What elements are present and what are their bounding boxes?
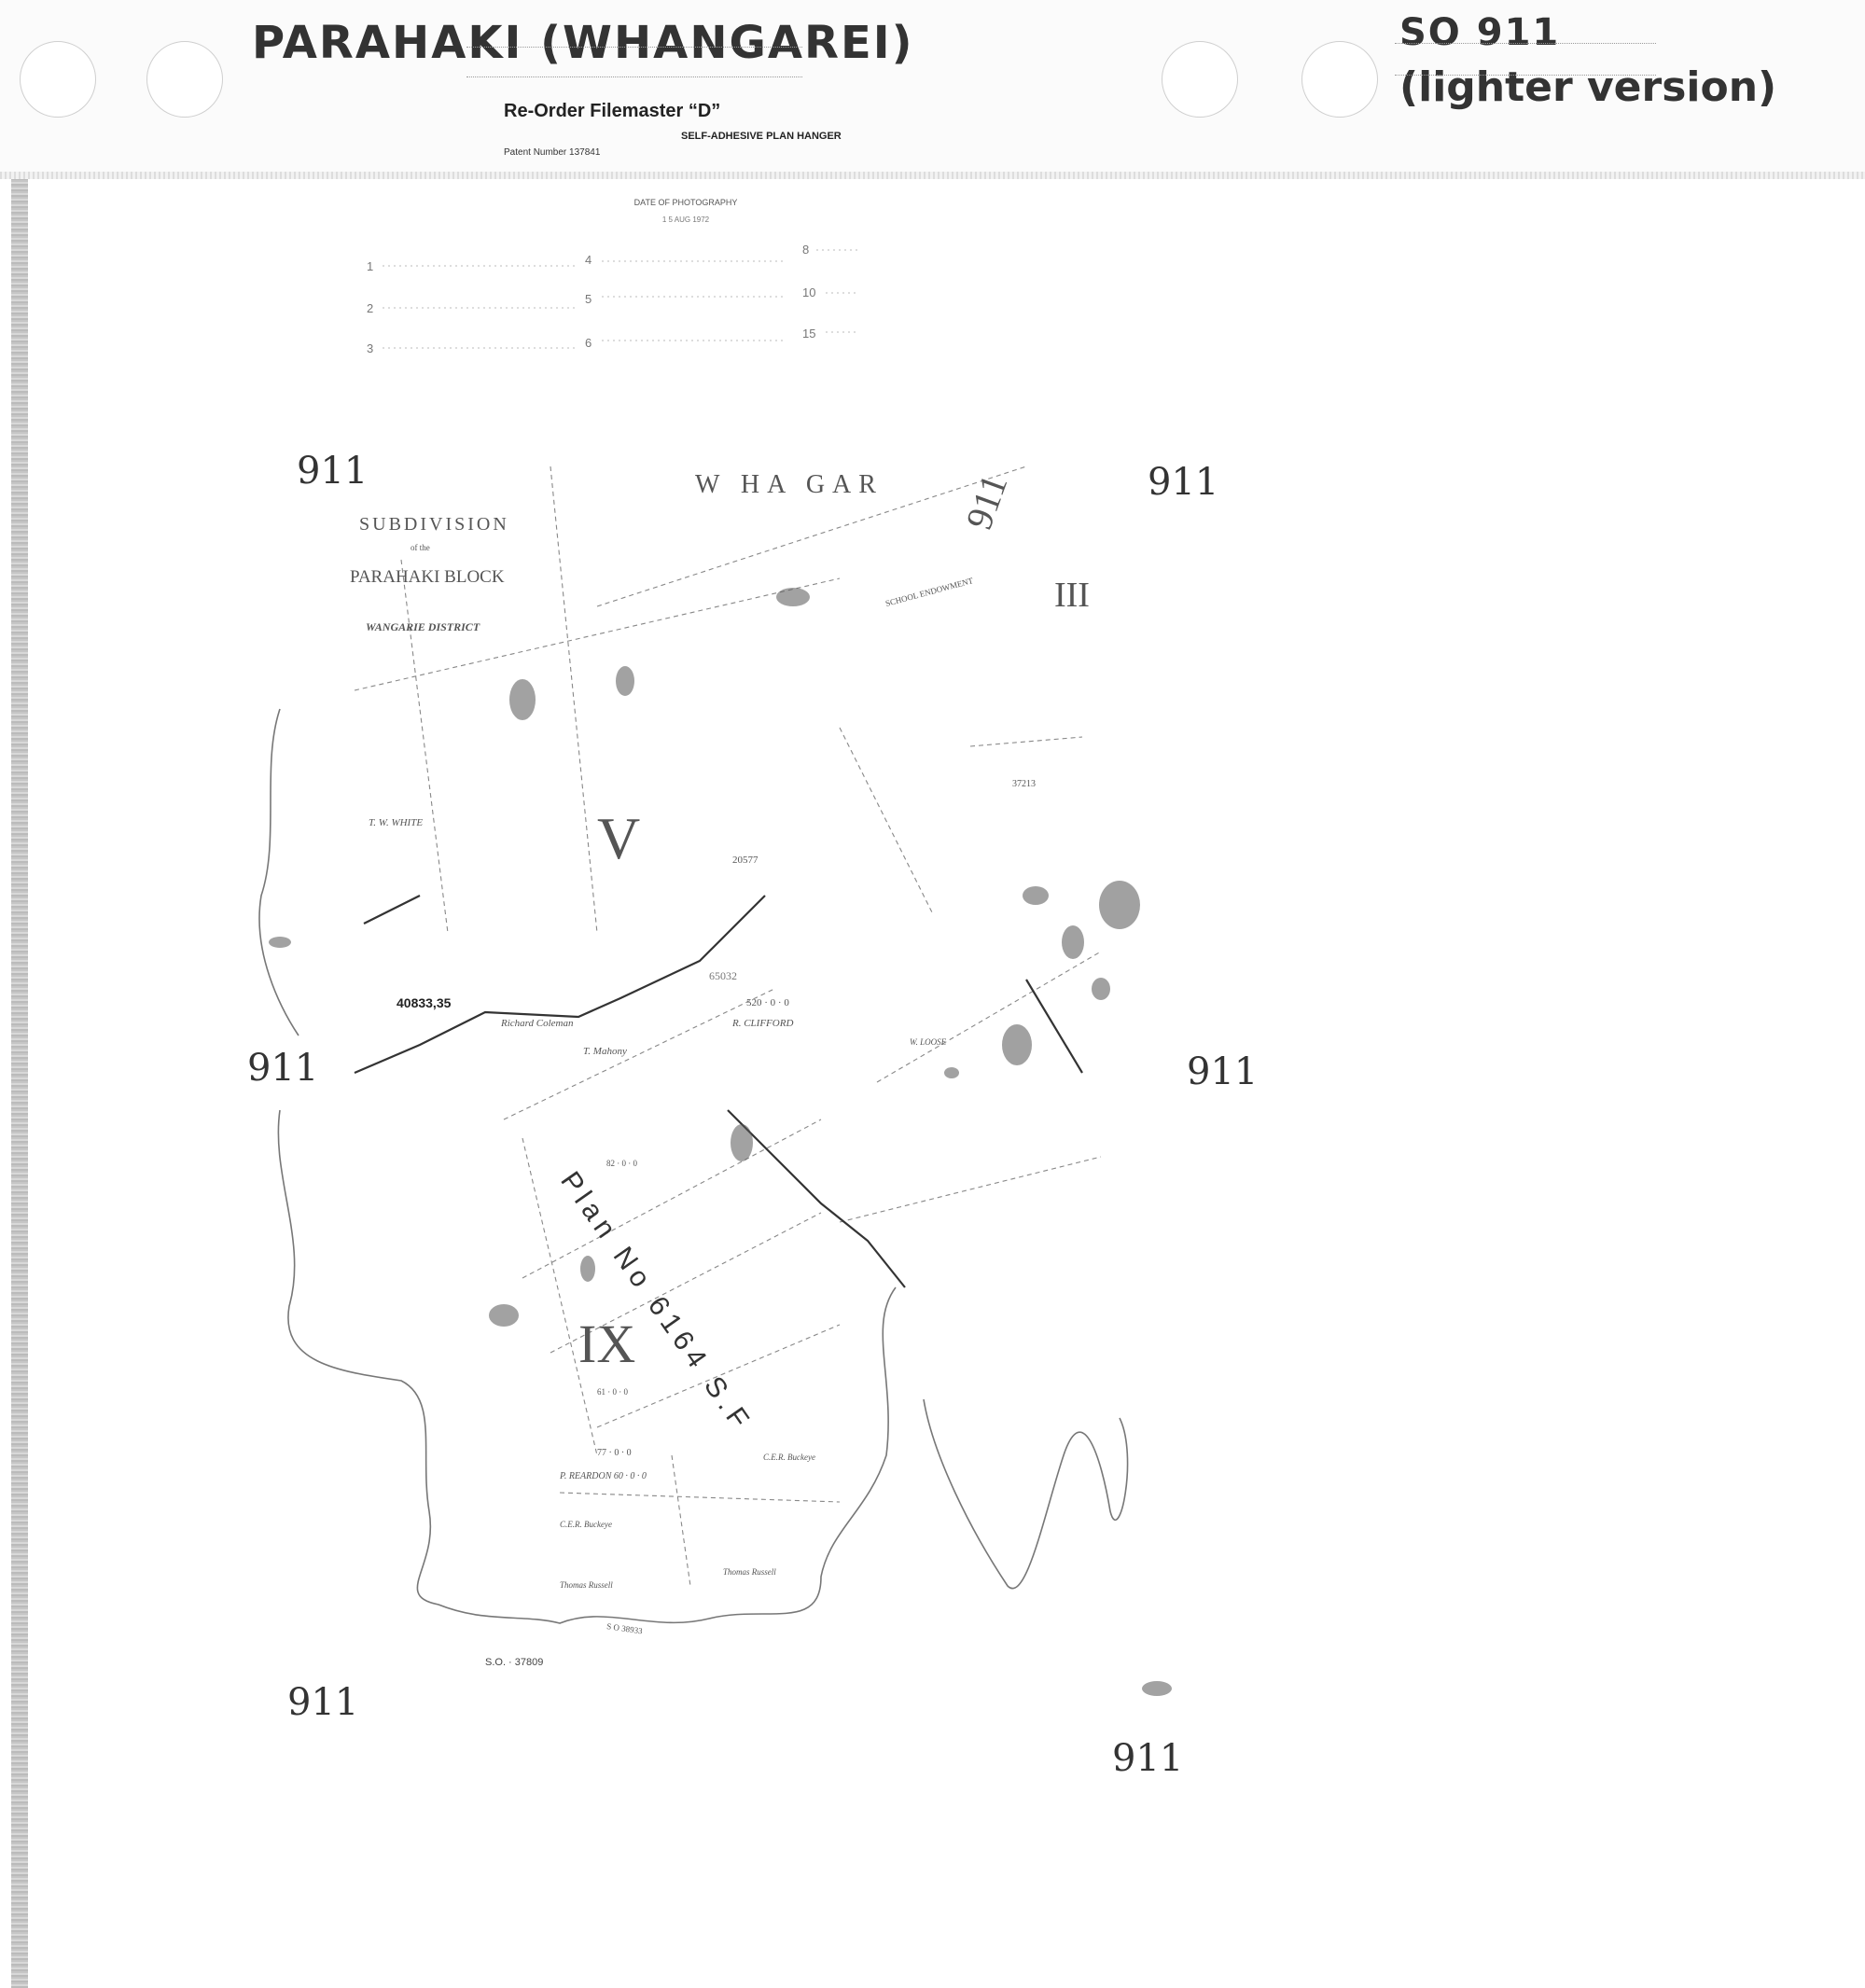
parcel-ref: 20577: [732, 855, 759, 866]
parcel-labels: T. W. WHITE 40833,35 Richard Coleman R. …: [369, 576, 1036, 1668]
roman-numeral-iii: III: [1054, 576, 1090, 615]
write-line: [1395, 75, 1656, 76]
scale-number: 10: [802, 285, 815, 299]
parcel-boundaries: [354, 466, 1102, 1587]
sheet-number-stamp: 911: [297, 450, 368, 493]
plan-title-of: of the: [411, 543, 430, 552]
write-line: [466, 76, 802, 77]
parcel-label: Thomas Russell: [560, 1580, 613, 1590]
parcel-area: 82 · 0 · 0: [606, 1159, 637, 1168]
parcel-label: C.E.R. Buckeye: [763, 1453, 815, 1462]
road-label: 40833,35: [397, 995, 452, 1010]
parcel-area: 77 · 0 · 0: [597, 1448, 632, 1458]
plan-title-subdivision: SUBDIVISION: [359, 514, 509, 535]
sheet-number-stamp: 911: [247, 1047, 318, 1090]
survey-ref: S O 38933: [606, 1621, 644, 1635]
sheet-number-stamp: 911: [1187, 1050, 1258, 1093]
brand-name: Re-Order Filemaster “D”: [504, 101, 721, 121]
scale-number: 8: [802, 243, 809, 257]
parcel-label: Richard Coleman: [500, 1018, 574, 1029]
scale-number: 4: [585, 253, 592, 267]
punch-hole: [146, 41, 223, 118]
photo-date-label: DATE OF PHOTOGRAPHY: [634, 198, 738, 207]
parcel-label: C.E.R. Buckeye: [560, 1520, 612, 1529]
parcel-label: T. Mahony: [583, 1046, 627, 1057]
parcel-area: 61 · 0 · 0: [597, 1387, 628, 1397]
parcel-label: R. CLIFFORD: [731, 1018, 793, 1029]
coastline: [258, 708, 1129, 1624]
parcel-ref: 37213: [1012, 779, 1036, 789]
plan-title-block: PARAHAKI BLOCK: [350, 567, 505, 587]
scale-number: 5: [585, 292, 592, 306]
write-line: [1395, 43, 1656, 44]
roman-numeral-ix: IX: [578, 1314, 635, 1374]
write-line: [466, 47, 802, 48]
scan-edge-strip: [11, 179, 28, 1988]
punch-hole: [20, 41, 96, 118]
scale-number: 1: [367, 259, 373, 273]
scale-numbers: 1 2 3 4 5 6 8 10 15: [367, 243, 815, 355]
parcel-area: 520 · 0 · 0: [746, 997, 789, 1008]
photo-date: 1 5 AUG 1972: [662, 215, 710, 224]
brand-subtitle: SELF-ADHESIVE PLAN HANGER: [681, 131, 842, 142]
sheet-number-stamp: 911: [287, 1681, 358, 1724]
roman-numeral-v: V: [597, 805, 640, 871]
rotated-ref-number: 911: [957, 469, 1015, 535]
parcel-label: P. REARDON 60 · 0 · 0: [559, 1471, 647, 1481]
top-area-label: W HA GAR: [695, 470, 884, 499]
parcel-label: SCHOOL ENDOWMENT: [884, 576, 975, 608]
plan-hanger-strip: PARAHAKI (WHANGAREI) SO 911 (lighter ver…: [0, 0, 1865, 179]
sheet-number-stamp: 911: [1148, 461, 1218, 504]
plan-title-district: WANGARIE DISTRICT: [366, 620, 480, 633]
scanned-vegetation-marks: [269, 588, 1172, 1696]
road-lines: [354, 895, 1083, 1288]
handwritten-note: (lighter version): [1399, 63, 1777, 111]
scale-number: 3: [367, 341, 373, 355]
parcel-ref: 65032: [709, 969, 737, 982]
survey-ref: S.O. · 37809: [485, 1657, 543, 1668]
sheet-number-stamp: 911: [1112, 1737, 1183, 1780]
parcel-label: T. W. WHITE: [369, 817, 423, 828]
parcel-label: W. LOOSE: [910, 1037, 947, 1047]
handwritten-ref: SO 911: [1399, 11, 1561, 54]
photo-scale-bars: [383, 249, 858, 349]
scale-number: 6: [585, 336, 592, 350]
punch-hole: [1162, 41, 1238, 118]
parcel-label: Thomas Russell: [723, 1567, 776, 1577]
handwritten-title: PARAHAKI (WHANGAREI): [252, 17, 914, 69]
scale-number: 2: [367, 301, 373, 315]
punch-hole: [1301, 41, 1378, 118]
patent-number: Patent Number 137841: [504, 147, 601, 158]
scale-number: 15: [802, 327, 815, 341]
